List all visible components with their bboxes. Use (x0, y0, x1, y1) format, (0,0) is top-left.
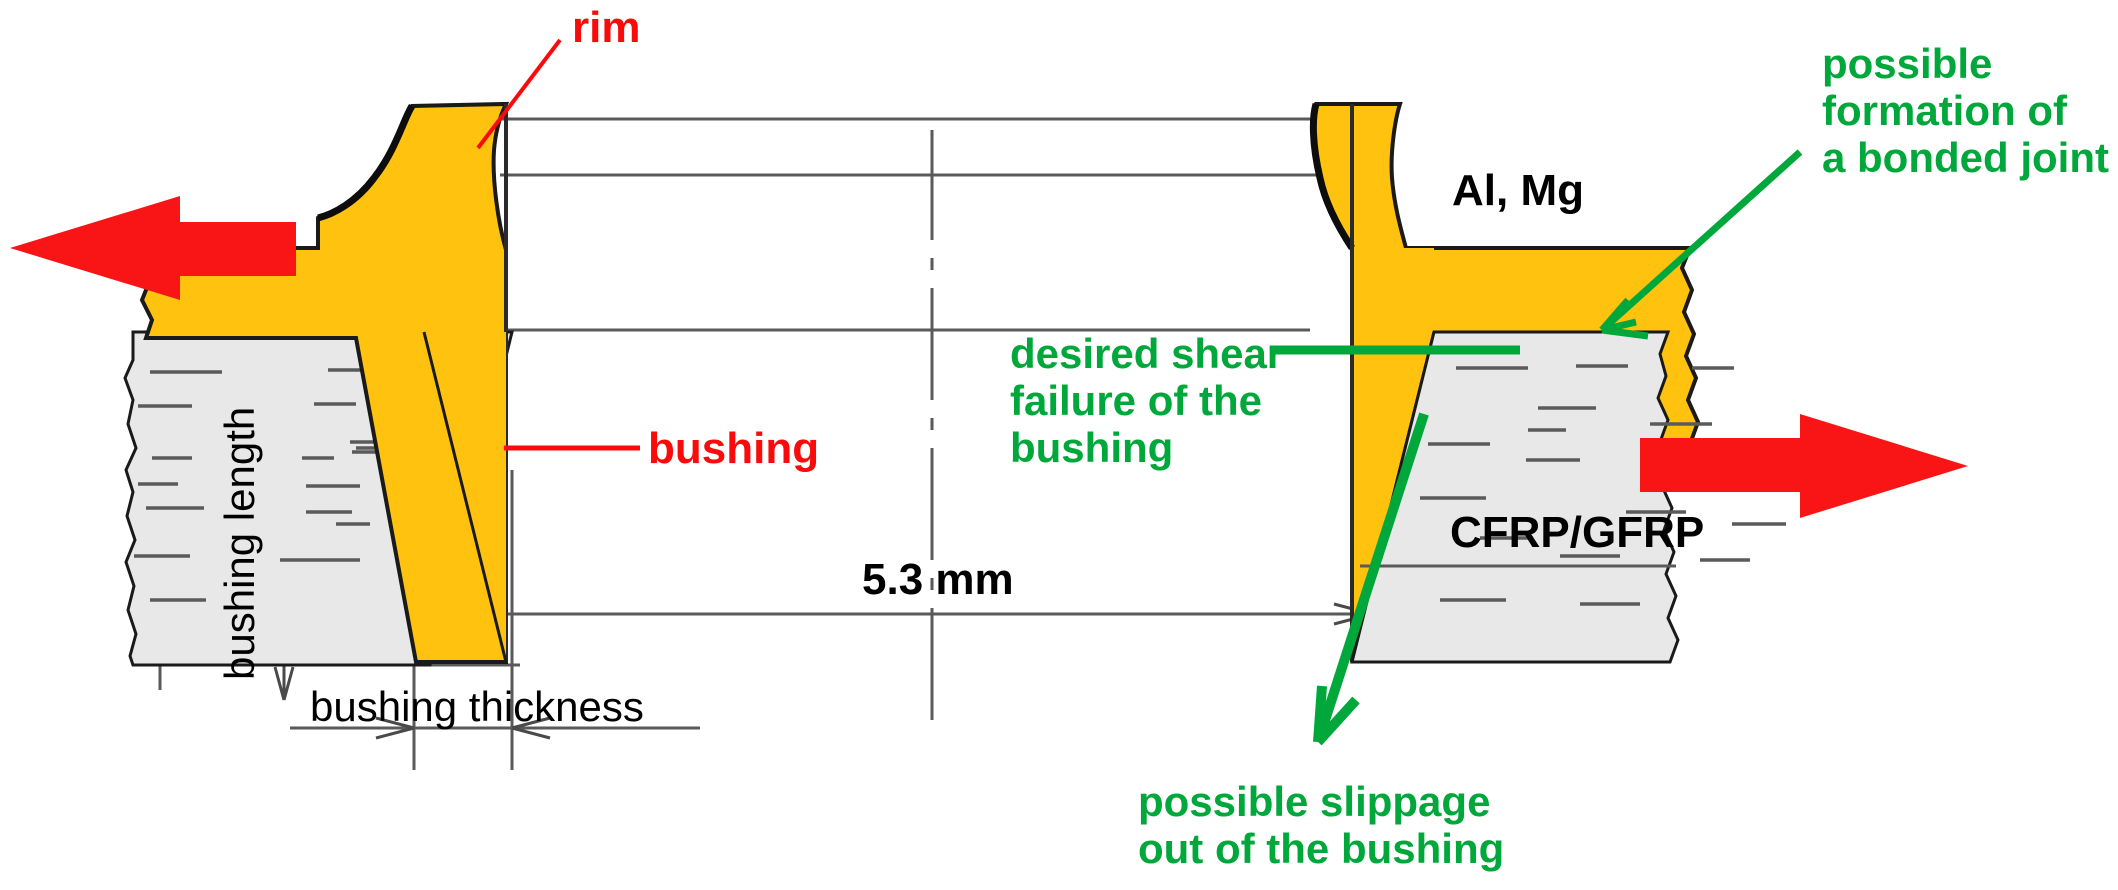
bonded-joint-label: possible formation of a bonded joint (1822, 40, 2109, 181)
dim-arrowheads-thickness (375, 716, 551, 740)
gap-dimension-label: 5.3 mm (862, 555, 1014, 604)
bonded-joint-text: possible formation of a bonded joint (1822, 40, 2109, 182)
bonded-joint-arrow (1599, 149, 1803, 340)
left-load-arrow (10, 196, 296, 300)
desired-shear-label: desired shear failure of the bushing (1010, 330, 1283, 471)
right-composite-laminate (1350, 330, 1786, 664)
bushing-thickness-label: bushing thickness (310, 683, 644, 730)
bushing-length-label: bushing length (216, 406, 263, 680)
right-load-arrow (1640, 414, 1968, 518)
metal-material-label: Al, Mg (1452, 166, 1584, 215)
rim-leader-line (476, 38, 562, 150)
rim-label: rim (572, 3, 641, 52)
bushing-label: bushing (648, 424, 820, 473)
slippage-label: possible slippage out of the bushing (1138, 778, 1504, 872)
desired-shear-text: desired shear failure of the bushing (1010, 330, 1284, 472)
slippage-text: possible slippage out of the bushing (1138, 778, 1505, 873)
composite-material-label: CFRP/GFRP (1450, 508, 1705, 557)
left-metal-part (137, 101, 510, 664)
slippage-arrow (1313, 412, 1429, 746)
